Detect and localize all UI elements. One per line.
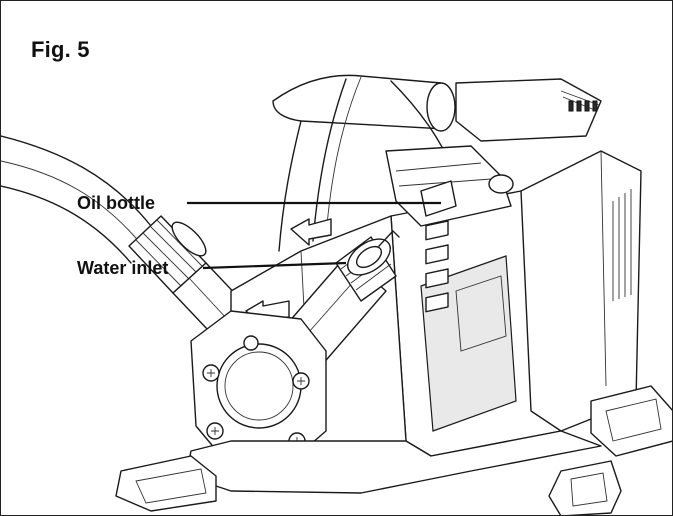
garden-hose xyxy=(1,135,152,264)
arrow-left-icon xyxy=(290,218,332,246)
battery-pack xyxy=(455,78,602,142)
main-housing xyxy=(390,150,642,457)
threaded-fitting xyxy=(335,230,400,302)
pump-head xyxy=(190,310,327,462)
base-frame xyxy=(115,385,672,515)
water-inlet-leader-line xyxy=(202,261,347,270)
pump-body-rear xyxy=(272,74,456,252)
figure-title: Fig. 5 xyxy=(31,37,90,62)
water-inlet-callout: Water inlet xyxy=(77,258,169,278)
oil-bottle-callout: Oil bottle xyxy=(77,193,155,213)
oil-bottle-bracket xyxy=(385,145,514,227)
